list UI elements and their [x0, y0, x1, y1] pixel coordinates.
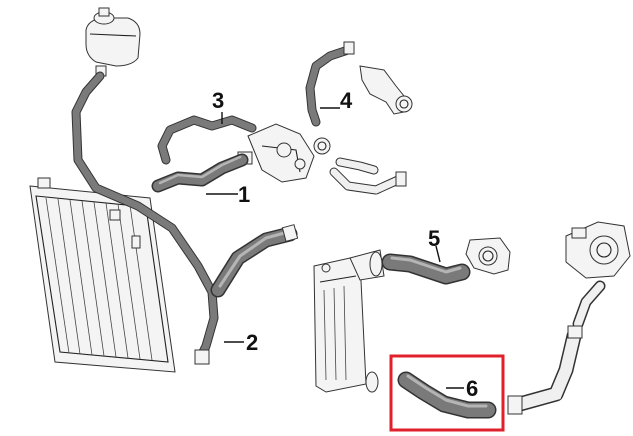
thermostat-housing	[237, 123, 315, 183]
callout-5: 5	[428, 226, 440, 251]
callout-1: 1	[238, 182, 250, 207]
radiator-cap	[37, 177, 51, 189]
highlight-box-part-6	[389, 354, 505, 432]
hose-3	[157, 115, 257, 165]
hose-1	[151, 153, 249, 193]
leader-lines	[206, 107, 464, 389]
turbocharger	[565, 221, 631, 279]
coolant-pipe	[313, 137, 407, 195]
radiator	[29, 177, 176, 373]
hose-2	[71, 71, 299, 365]
callout-4: 4	[340, 88, 353, 113]
outlet-pipe	[507, 280, 606, 415]
hose-6	[397, 371, 497, 419]
throttle-body	[465, 237, 511, 275]
callout-3: 3	[212, 88, 224, 113]
hose-4	[305, 41, 355, 127]
expansion-tank	[85, 7, 141, 77]
hose-5	[381, 253, 471, 285]
callout-2: 2	[246, 330, 258, 355]
intercooler	[313, 249, 385, 393]
egr-pipe	[359, 65, 413, 115]
callout-6: 6	[466, 376, 478, 401]
